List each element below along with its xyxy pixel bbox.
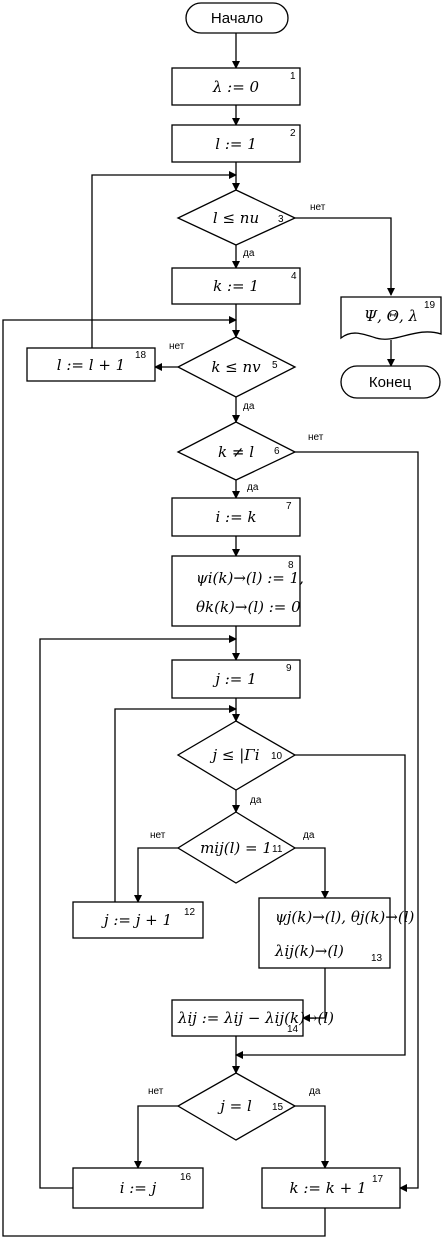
block-5-text: k ≤ nv (211, 358, 261, 376)
block-12-number: 12 (184, 907, 196, 918)
edge-16-loop (39, 635, 237, 1189)
block-2-number: 2 (290, 128, 296, 139)
block-4-number: 4 (291, 271, 297, 282)
block-16: i := j 16 (72, 1167, 204, 1209)
block-4-text: k := 1 (213, 277, 259, 295)
edge-11-13 (295, 847, 329, 899)
block-10-text: j ≤ |Γi (209, 746, 259, 764)
block-19-output: Ψ, Θ, λ 19 (340, 296, 442, 340)
label-no-6: нет (308, 432, 324, 443)
block-4: k := 1 4 (171, 267, 301, 305)
block-18: l := l + 1 18 (26, 347, 156, 382)
label-yes-15: да (309, 1086, 321, 1097)
block-3-text: l ≤ nu (213, 209, 259, 227)
block-15-text: j = l (217, 1097, 252, 1115)
label-yes-5: да (243, 401, 255, 412)
block-16-text: i := j (120, 1179, 157, 1197)
block-13-line2: λij(k)→(l) (274, 942, 344, 960)
block-7-number: 7 (286, 501, 292, 512)
block-12-text: j := j + 1 (101, 911, 172, 929)
block-18-text: l := l + 1 (57, 356, 125, 374)
block-12: j := j + 1 12 (72, 901, 204, 939)
block-17-text: k := k + 1 (290, 1179, 367, 1197)
edge-6-17 (295, 451, 419, 1192)
block-17-number: 17 (372, 1174, 384, 1185)
block-9: j := 1 9 (171, 659, 301, 699)
block-11: mij(l) = 1 11 (176, 811, 297, 884)
end-terminal: Конец (340, 365, 441, 399)
start-label: Начало (211, 10, 263, 27)
block-6-number: 6 (274, 446, 280, 457)
block-13: ψj(k)→(l), θj(k)→(l) λij(k)→(l) 13 (258, 897, 415, 969)
block-14: λij := λij − λij(k)→(l) 14 (171, 999, 334, 1037)
block-10: j ≤ |Γi 10 (176, 720, 297, 791)
label-yes-11: да (303, 830, 315, 841)
label-no-11: нет (150, 830, 166, 841)
block-9-text: j := 1 (212, 670, 256, 688)
block-15: j = l 15 (176, 1072, 297, 1141)
block-3: l ≤ nu 3 (176, 189, 297, 246)
edge-11-12 (134, 847, 178, 903)
block-8-line2: θk(k)→(l) := 0 (196, 598, 301, 616)
block-1-number: 1 (290, 71, 296, 82)
block-8: ψi(k)→(l) := 1, θk(k)→(l) := 0 8 (171, 555, 304, 627)
label-no-5: нет (169, 341, 185, 352)
block-13-line1: ψj(k)→(l), θj(k)→(l) (275, 908, 415, 926)
block-1-text: λ := 0 (212, 78, 260, 96)
block-8-number: 8 (288, 560, 294, 571)
edge-18-loop (91, 171, 237, 348)
edge-17-loop (2, 316, 326, 1237)
block-14-number: 14 (287, 1024, 299, 1035)
label-yes-10: да (250, 795, 262, 806)
edge-13-14 (302, 968, 326, 1022)
block-16-number: 16 (180, 1172, 192, 1183)
block-17: k := k + 1 17 (261, 1167, 401, 1209)
label-no-15: нет (148, 1086, 164, 1097)
block-18-number: 18 (135, 350, 147, 361)
block-8-line1: ψi(k)→(l) := 1, (196, 569, 304, 587)
block-15-number: 15 (272, 1102, 284, 1113)
block-19-text: Ψ, Θ, λ (364, 307, 418, 325)
edge-labels: нет да нет да нет да да нет да нет да (148, 202, 326, 1097)
block-11-text: mij(l) = 1 (200, 839, 272, 857)
block-14-text: λij := λij − λij(k)→(l) (177, 1009, 334, 1027)
start-terminal: Начало (185, 2, 289, 34)
block-6: k ≠ l 6 (176, 421, 297, 481)
label-no-3: нет (310, 202, 326, 213)
block-13-number: 13 (371, 953, 383, 964)
edge-10-merge (235, 754, 406, 1059)
edge-15-16 (134, 1105, 178, 1169)
label-yes-3: да (243, 248, 255, 259)
block-2-text: l := 1 (215, 135, 257, 153)
block-5: k ≤ nv 5 (176, 336, 297, 398)
block-2: l := 1 2 (171, 124, 301, 163)
block-9-number: 9 (286, 663, 292, 674)
end-label: Конец (369, 374, 412, 391)
block-6-text: k ≠ l (218, 443, 254, 461)
block-3-number: 3 (278, 214, 284, 225)
block-1: λ := 0 1 (171, 67, 301, 106)
edge-12-loop (114, 705, 237, 902)
label-yes-6: да (247, 482, 259, 493)
edge-3-19 (295, 217, 395, 296)
block-7-text: i := k (215, 508, 256, 526)
block-7: i := k 7 (171, 497, 301, 537)
block-11-number: 11 (272, 844, 283, 855)
connectors (2, 33, 419, 1237)
edge-15-17 (295, 1105, 329, 1169)
block-19-number: 19 (424, 300, 436, 311)
block-10-number: 10 (271, 751, 283, 762)
block-5-number: 5 (272, 360, 278, 371)
